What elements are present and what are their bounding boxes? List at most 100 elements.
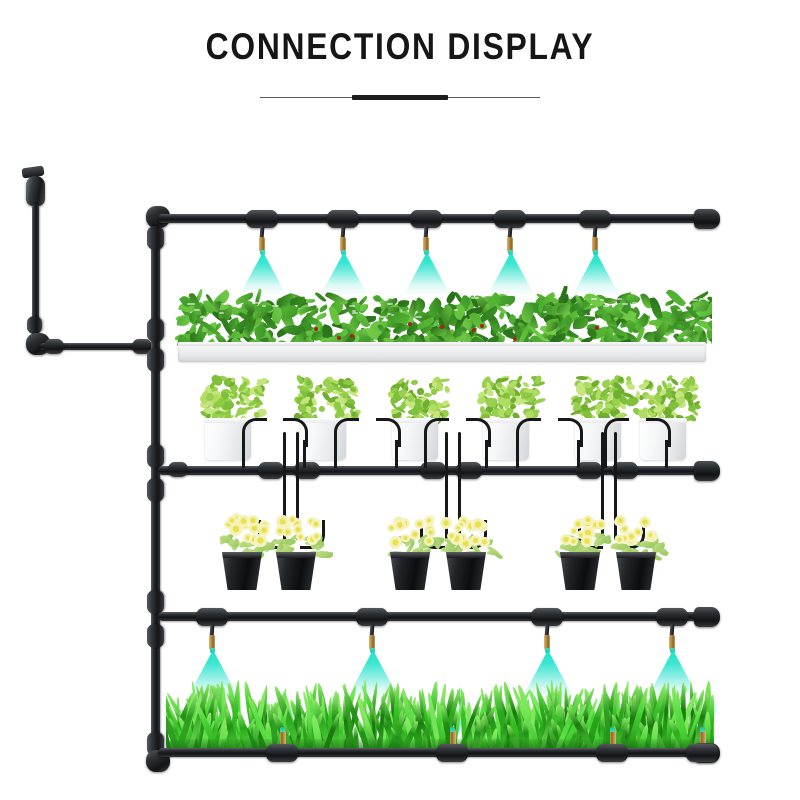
divider-thick-segment [352,95,448,100]
daisy-flower [595,519,607,530]
daisy-flower [619,533,629,543]
drip-line-stub [303,440,306,468]
black-pot [390,552,430,590]
daisy-flower [569,526,579,536]
daisy-cluster [437,512,503,564]
leaf-highlight [352,310,357,313]
bottom-connector-4 [686,744,718,762]
mist-nozzle [336,225,350,256]
leaf-highlight [391,314,395,317]
mist-spray-cone [487,252,535,296]
berry [350,333,355,338]
drip-line-hook [424,418,449,447]
leaf-highlight [505,304,509,307]
sprig [612,389,622,400]
page-title: CONNECTION DISPLAY [205,26,595,67]
mist-nozzle [365,623,379,654]
daisy-flower [426,527,437,538]
feed-tube-connector-left [44,339,64,354]
end-cap-row-2 [694,461,720,481]
drip-line-hook [516,418,541,447]
title-divider [260,95,540,100]
riser-connector-row2-lower [147,478,164,502]
leaf [359,303,369,312]
potted-shrub-foliage [630,374,702,427]
drip-line-stub [424,440,427,468]
daisy-flower [223,520,233,530]
drip-t-junction [258,462,284,479]
riser-connector-row4-lower [147,624,164,648]
daisy-flower [288,514,298,524]
drip-line-stub [395,440,398,468]
leaf-highlight [225,302,230,305]
leaf [443,291,458,306]
leaf-highlight [187,303,195,306]
drip-t-junction [612,462,638,479]
daisy-flower [274,525,286,537]
mist-nozzle [255,225,269,256]
daisy-flower [646,530,656,540]
berry [440,325,445,330]
leaf-highlight [616,297,623,300]
leaf-highlight [381,294,387,297]
daisy-flower [282,526,293,538]
drip-line [458,432,461,540]
berry [479,323,484,328]
leaf [318,303,329,313]
berry [337,335,342,340]
leaf-highlight [603,304,609,307]
daisy-flower [310,519,321,530]
mist-nozzle [419,225,433,256]
berry [314,327,318,332]
daisy-flower [424,536,435,547]
drip-t-junction [576,462,602,479]
leaf-highlight [454,309,459,312]
drip-line-hook [646,418,671,447]
leaf-highlight [471,297,479,300]
sprig [575,375,588,381]
leaf-highlight [423,309,430,312]
leaf [649,296,663,321]
drip-line-hook [283,418,308,447]
daisy-cluster [213,512,279,563]
leaf-highlight [252,301,258,304]
mist-spray-cone [572,252,620,296]
leaf-highlight [622,302,629,305]
mist-spray-cone [320,252,368,296]
daisy-flower [237,515,250,528]
drip-line-hook [466,418,491,447]
potted-shrub-foliage [473,374,546,423]
daisy-flower [424,516,434,526]
trough-foliage [172,286,712,348]
leaf-highlight [271,304,279,307]
mist-spray-cone [239,252,287,296]
drip-line-stub [604,440,607,468]
leaf-highlight [610,294,617,297]
potted-shrub-foliage [565,373,640,424]
daisy-flower [292,524,304,535]
drip-line-hook-down [420,520,445,549]
leaf-highlight [590,297,597,300]
sprig [667,400,680,411]
white-planter-trough [178,342,706,362]
feed-tube-connector-right [132,339,152,354]
drip-line [445,432,448,540]
drip-t-junction [294,462,320,479]
end-cap-row-1 [694,209,720,229]
drip-line [614,432,617,540]
daisy-flower [639,515,652,529]
drip-line-stub [665,440,668,468]
daisy-flower [291,518,303,530]
berry [472,328,477,333]
drip-t-junction [456,462,482,479]
daisy-flower [479,536,491,548]
riser-connector-feed-lower [147,348,164,372]
leaf-highlight [351,312,358,315]
daisy-flower [276,515,289,528]
leaf-highlight [543,311,548,314]
drip-line [296,432,299,540]
drip-line-stub [242,440,245,468]
leaf-highlight [177,293,186,296]
daisy-flower [247,514,259,527]
daisy-flower [414,518,425,530]
